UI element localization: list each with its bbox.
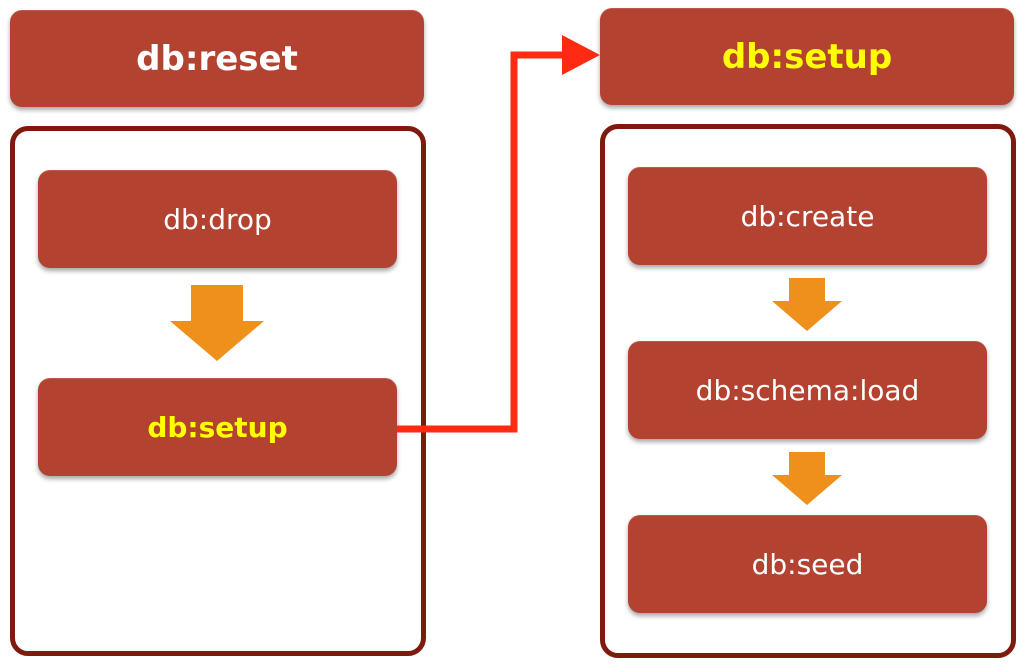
db-setup-title-box: db:setup — [600, 8, 1014, 105]
db-seed-step-label: db:seed — [751, 547, 864, 581]
db-setup-step-label: db:setup — [147, 410, 288, 444]
db-setup-title: db:setup — [721, 36, 893, 77]
db-reset-title: db:reset — [136, 38, 298, 79]
db-setup-step-box: db:setup — [38, 378, 397, 476]
db-schema-load-step-label: db:schema:load — [695, 373, 920, 407]
db-seed-step-box: db:seed — [628, 515, 987, 613]
db-schema-load-step-box: db:schema:load — [628, 341, 987, 439]
db-reset-title-box: db:reset — [10, 10, 424, 107]
db-drop-step-label: db:drop — [163, 202, 272, 236]
db-create-step-label: db:create — [740, 199, 875, 233]
connector-arrow-head-icon — [562, 35, 600, 75]
db-create-step-box: db:create — [628, 167, 987, 265]
db-drop-step-box: db:drop — [38, 170, 397, 268]
